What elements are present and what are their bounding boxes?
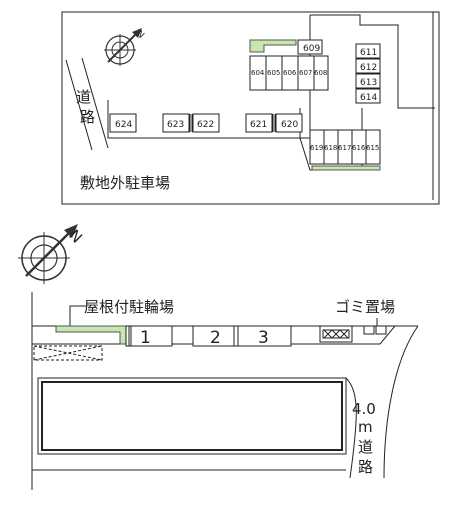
road-width-unit: m — [358, 418, 373, 436]
space-611-label: 611 — [360, 48, 377, 58]
space-1-label: 1 — [140, 328, 151, 348]
space-612-box — [355, 58, 381, 74]
space-614-label: 614 — [360, 93, 377, 103]
road-edge-2 — [81, 57, 109, 149]
road-edge-1 — [65, 59, 93, 151]
space-624-label: 624 — [115, 120, 132, 130]
space-616-label: 616 — [352, 144, 366, 152]
compass-small: N — [104, 28, 146, 66]
hedge-top — [249, 39, 297, 53]
space-608-box — [313, 55, 329, 91]
bicycle-shed — [55, 325, 127, 345]
space-1-box — [125, 325, 173, 347]
space-615-box — [365, 129, 381, 165]
space-612-label: 612 — [360, 63, 377, 73]
space-3-label: 3 — [258, 328, 269, 348]
space-607-label: 607 — [299, 69, 312, 77]
space-613-box — [355, 73, 381, 89]
bicycle-leader-line — [69, 305, 86, 326]
space-608-label: 608 — [314, 69, 327, 77]
space-622-box — [192, 113, 220, 133]
space-623-box — [162, 113, 190, 133]
garbage-hatch — [322, 329, 350, 339]
space-622-label: 622 — [197, 120, 214, 130]
spaces-row-615-619: 619 618 617 616 615 — [309, 129, 381, 171]
space-620-box — [275, 113, 303, 133]
compass-arrow — [132, 28, 142, 38]
map-frame — [61, 11, 440, 205]
off-site-parking-map: 道 路 N 609 604 605 606 607 — [61, 11, 440, 205]
space-2-label: 2 — [210, 328, 221, 348]
site-road-char-1: 道 — [358, 438, 373, 456]
road-right-edge-2 — [383, 325, 419, 479]
road-char-2: 路 — [80, 108, 95, 126]
space-617-label: 617 — [338, 144, 351, 152]
site-layout: N 屋根付駐輪場 ゴミ置場 1 2 3 — [18, 224, 419, 490]
garbage-bin-1 — [363, 325, 375, 335]
space-615-label: 615 — [366, 144, 379, 152]
bicycle-area-cross-2 — [33, 345, 103, 361]
space-619-label: 619 — [310, 144, 323, 152]
space-2-3-box — [192, 325, 292, 347]
road-char-1: 道 — [76, 88, 91, 106]
hedge-bottom — [311, 165, 381, 171]
space-624-box — [109, 113, 137, 133]
space-614-box — [355, 88, 381, 104]
garbage-bin-2 — [375, 325, 387, 335]
spaces-middle-row: 624 623 622 621 620 — [109, 113, 303, 133]
compass-needle — [107, 33, 137, 63]
off-site-parking-title: 敷地外駐車場 — [80, 174, 170, 192]
space-621-label: 621 — [250, 120, 267, 130]
space-611-box — [355, 43, 381, 59]
road-label-top: 道 路 — [76, 88, 96, 126]
bicycle-area-dashed — [33, 345, 103, 361]
space-618-label: 618 — [324, 144, 337, 152]
road-right-edge-1 — [345, 377, 357, 479]
space-623-label: 623 — [167, 120, 184, 130]
space-613-label: 613 — [360, 78, 377, 88]
compass-large-needle — [25, 231, 71, 277]
road-label-site: 道 路 — [358, 438, 378, 476]
building-inner — [41, 381, 343, 451]
space-605-label: 605 — [267, 69, 280, 77]
spaces-col-611-614: 611 612 613 614 — [355, 43, 381, 104]
space-620-label: 620 — [281, 120, 298, 130]
road-width-value: 4.0 — [352, 400, 376, 418]
spaces-row-604-608: 604 605 606 607 608 — [249, 55, 329, 91]
garbage-label: ゴミ置場 — [335, 298, 395, 316]
bicycle-parking-label: 屋根付駐輪場 — [84, 298, 174, 316]
lot-boundary-right — [310, 14, 435, 109]
space-606-label: 606 — [283, 69, 297, 77]
compass-large: N — [18, 224, 86, 284]
compass-large-arrow — [64, 224, 78, 238]
compass-north-label: N — [134, 29, 146, 41]
space-609-box — [297, 39, 323, 55]
building-outer — [37, 377, 347, 455]
space-604-label: 604 — [251, 69, 265, 77]
site-road-char-2: 路 — [358, 458, 373, 476]
space-621-box — [245, 113, 273, 133]
bicycle-area-cross-1 — [33, 345, 103, 361]
space-609-label: 609 — [303, 44, 320, 54]
